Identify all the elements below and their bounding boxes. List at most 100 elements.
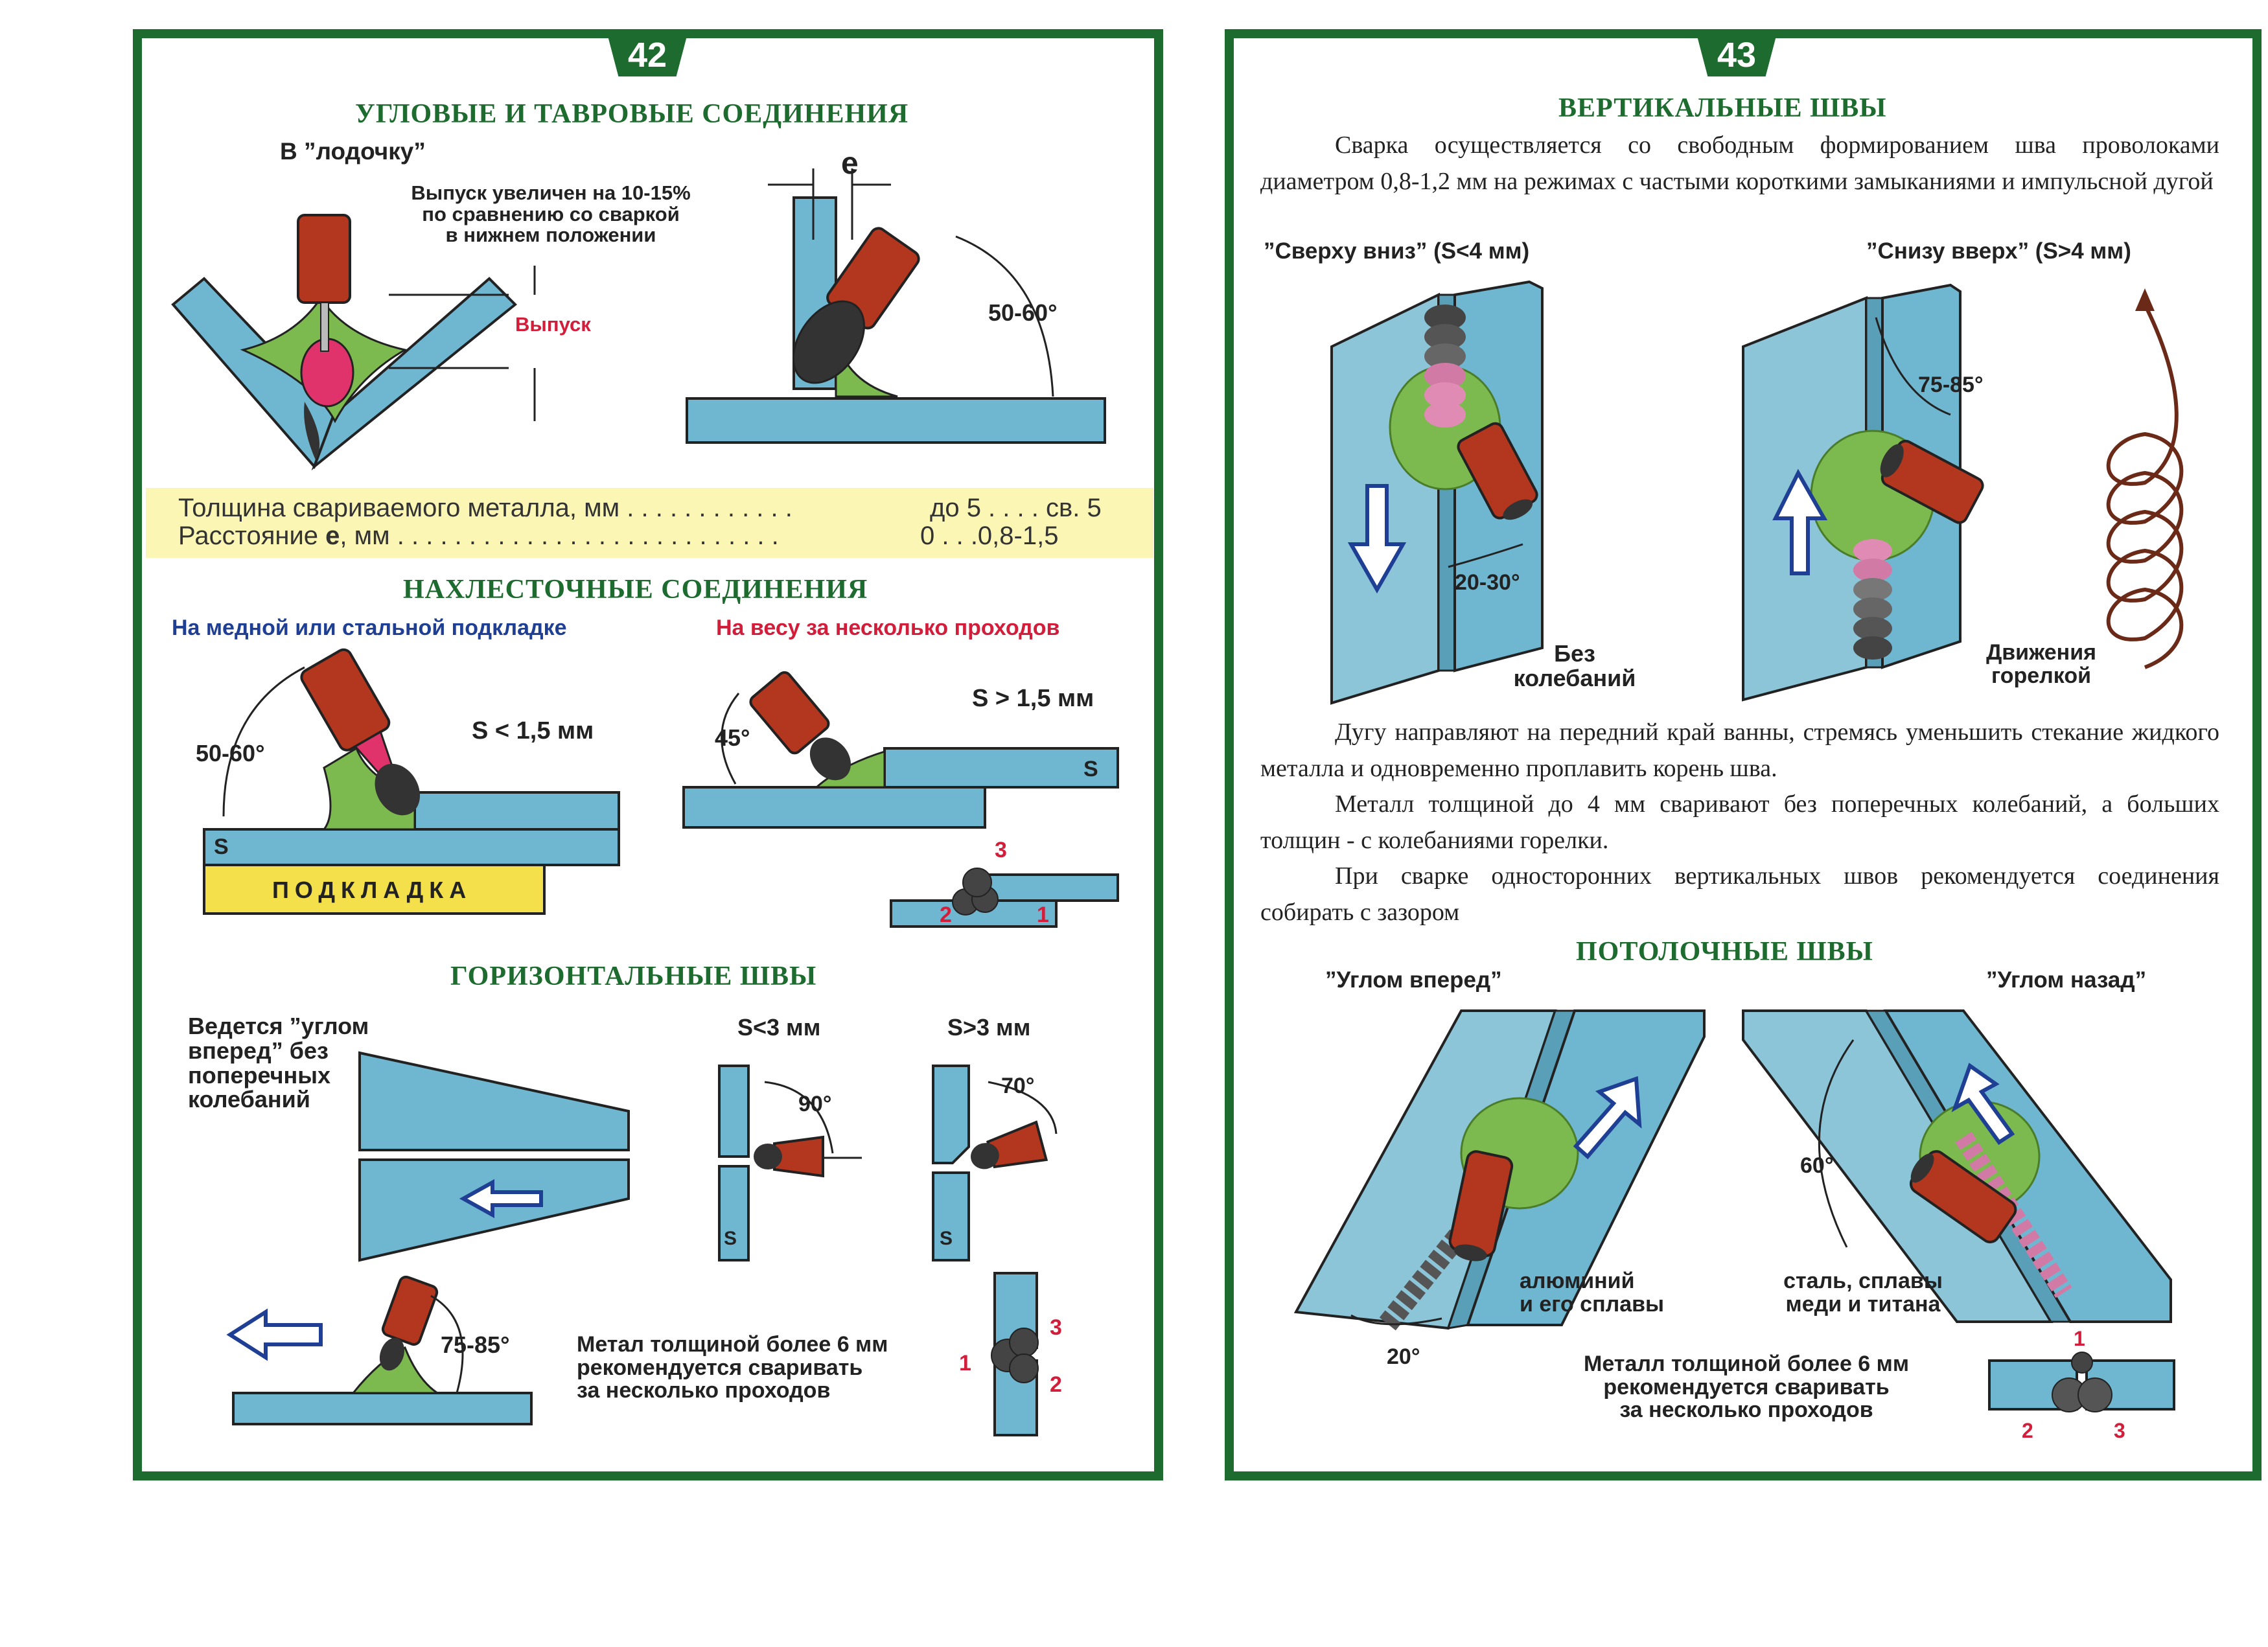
backing-label: ПОДКЛАДКА: [272, 877, 472, 903]
s-less-3-label: S<3 мм: [737, 1014, 821, 1041]
backing-caption: На медной или стальной подкладке: [172, 616, 567, 640]
overhead-pass-2: 2: [2022, 1419, 2033, 1442]
parameter-table: [146, 488, 1153, 558]
vertical-intro: Сварка осуществляется со свободным форми…: [1260, 132, 2219, 195]
horizontal-plates-diagram: [358, 1051, 630, 1262]
weld-pool: [351, 1346, 441, 1394]
right-plate: [1466, 1009, 1706, 1326]
overhead-seams-title: ПОТОЛОЧНЫЕ ШВЫ: [1576, 937, 1873, 967]
upper-sheet: [413, 791, 620, 831]
t-joint-diagram: [686, 168, 1106, 444]
upper-sheet: [883, 747, 1119, 789]
lower-plate: [718, 1165, 750, 1261]
horizontal-pass-2: 2: [1050, 1372, 1062, 1397]
root-shadow: [304, 402, 320, 460]
angle-90: 90°: [798, 1092, 832, 1116]
arrow-icon: [1347, 484, 1407, 594]
angle-60-overhead: 60°: [1800, 1153, 1834, 1178]
horizontal-note: Ведется ”углом вперед” без поперечных ко…: [188, 1013, 369, 1113]
top-down-diagram: [1330, 280, 1544, 705]
welding-torch-icon: [1909, 1150, 2017, 1243]
welding-torch-icon: [1457, 422, 1538, 520]
s-mark-right: S: [1083, 757, 1098, 781]
backing-plate: [203, 864, 546, 915]
bottom-up-diagram: [1742, 283, 1984, 702]
steel-label: сталь, сплавы меди и титана: [1783, 1269, 1943, 1317]
suspended-caption: На весу за несколько проходов: [716, 616, 1060, 640]
table-row-distance: Расстояние е, мм . . . . . . . . . . . .…: [178, 522, 1150, 551]
lap-backing-diagram: [203, 648, 620, 915]
welding-torch-icon: [379, 1275, 439, 1371]
s-mark-thick: S: [940, 1228, 953, 1249]
table-row-thickness: Толщина свариваемого металла, мм . . . .…: [178, 494, 1150, 523]
horizontal-pass-1: 1: [959, 1351, 971, 1376]
reinforcement-note: Выпуск увеличен на 10-15% по сравнению с…: [411, 181, 691, 247]
torch-nozzle: [297, 214, 351, 304]
vertical-paragraph-3: При сварке односторонних вертикальных шв…: [1260, 858, 2219, 930]
welding-torch-icon: [971, 1120, 1048, 1169]
weld-bead: [1424, 305, 1466, 428]
angle-70: 70°: [1001, 1074, 1035, 1098]
s-mark-left: S: [214, 835, 229, 859]
vertical-paragraph-2: Металл толщиной до 4 мм сваривают без по…: [1260, 786, 2219, 858]
welding-torch-icon: [300, 648, 421, 816]
butt-joint-thin-diagram: [718, 1065, 862, 1261]
thin-sheet-label: S < 1,5 мм: [472, 717, 594, 744]
distance-values: 0 . . .0,8-1,5: [920, 522, 1059, 550]
welding-torch-icon: [749, 671, 851, 781]
overhead-pass-1: 1: [2074, 1327, 2085, 1350]
vertical-paragraph-1: Дугу направляют на передний край ванны, …: [1260, 714, 2219, 787]
thickness-values: до 5 . . . . св. 5: [930, 494, 1102, 522]
butt-joint-thick-diagram: [932, 1065, 1058, 1261]
horizontal-pass-3: 3: [1050, 1315, 1062, 1340]
vertical-para-2: Металл толщиной до 4 мм сваривают без по…: [1260, 790, 2219, 854]
distance-label-suffix: , мм . . . . . . . . . . . . . . . . . .…: [340, 522, 779, 550]
upper-plate: [932, 1065, 970, 1164]
thick-sheet-label: S > 1,5 мм: [972, 685, 1094, 712]
torch-motion-label: Движения горелкой: [1986, 640, 2096, 688]
distance-label-symbol: е: [325, 522, 340, 550]
s-mark-thin: S: [724, 1228, 737, 1249]
arrow-icon: [459, 1179, 543, 1219]
overhead-multi-pass-note: Металл толщиной более 6 мм рекомендуется…: [1584, 1352, 1909, 1423]
lap-angle-50-60: 50-60°: [196, 740, 265, 766]
lap-suspended-diagram: [682, 671, 1119, 928]
left-plate: [1742, 1009, 2054, 1323]
lower-sheet: [203, 828, 620, 866]
multi-pass-upper-sheet: [980, 873, 1119, 902]
weld-bead: [1853, 539, 1892, 660]
arrow-icon: [1772, 468, 1828, 575]
gap-e-label: e: [841, 146, 859, 181]
vertical-intro-text: Сварка осуществляется со свободным форми…: [1260, 127, 2219, 200]
thickness-label: Толщина свариваемого металла, мм . . . .…: [178, 494, 793, 522]
fillet-joints-title: УГЛОВЫЕ И ТАВРОВЫЕ СОЕДИНЕНИЯ: [355, 99, 909, 129]
angle-backward-label: ”Углом назад”: [1986, 967, 2147, 993]
welding-torch-icon: [754, 1135, 824, 1178]
angle-forward-label: ”Углом вперед”: [1325, 967, 1502, 993]
v-plate-right: [311, 277, 517, 471]
upper-plate: [718, 1065, 750, 1158]
vertical-para-3: При сварке односторонних вертикальных шв…: [1260, 862, 2219, 926]
page-number-42: 42: [607, 34, 688, 76]
lap-angle-45: 45°: [715, 724, 750, 751]
lap-pass-1: 1: [1037, 903, 1049, 927]
overhead-backward-diagram: [1742, 1009, 2172, 1323]
welding-torch-icon: [792, 227, 920, 384]
torch-angle-50-60: 50-60°: [988, 299, 1058, 326]
vertical-para-1: Дугу направляют на передний край ванны, …: [1260, 719, 2219, 782]
page-number-43: 43: [1696, 34, 1777, 76]
electrode-wire: [320, 302, 329, 352]
lower-sheet: [682, 786, 986, 829]
angle-20-overhead: 20°: [1387, 1344, 1420, 1369]
lap-pass-3: 3: [995, 838, 1007, 862]
welding-torch-icon: [1448, 1150, 1514, 1261]
multi-pass-cross-section: [991, 1272, 1039, 1436]
boat-position-subtitle: В ”лодочку”: [280, 138, 426, 165]
arrow-icon: [1951, 1063, 2015, 1146]
lap-joints-title: НАХЛЕСТОЧНЫЕ СОЕДИНЕНИЯ: [403, 575, 868, 605]
horizontal-torch-diagram: [226, 1275, 533, 1425]
angle-75-85-vertical: 75-85°: [1918, 373, 1984, 397]
angle-20-30: 20-30°: [1455, 570, 1520, 595]
upper-plate: [358, 1051, 630, 1151]
no-oscillation-label: Без колебаний: [1513, 640, 1636, 691]
